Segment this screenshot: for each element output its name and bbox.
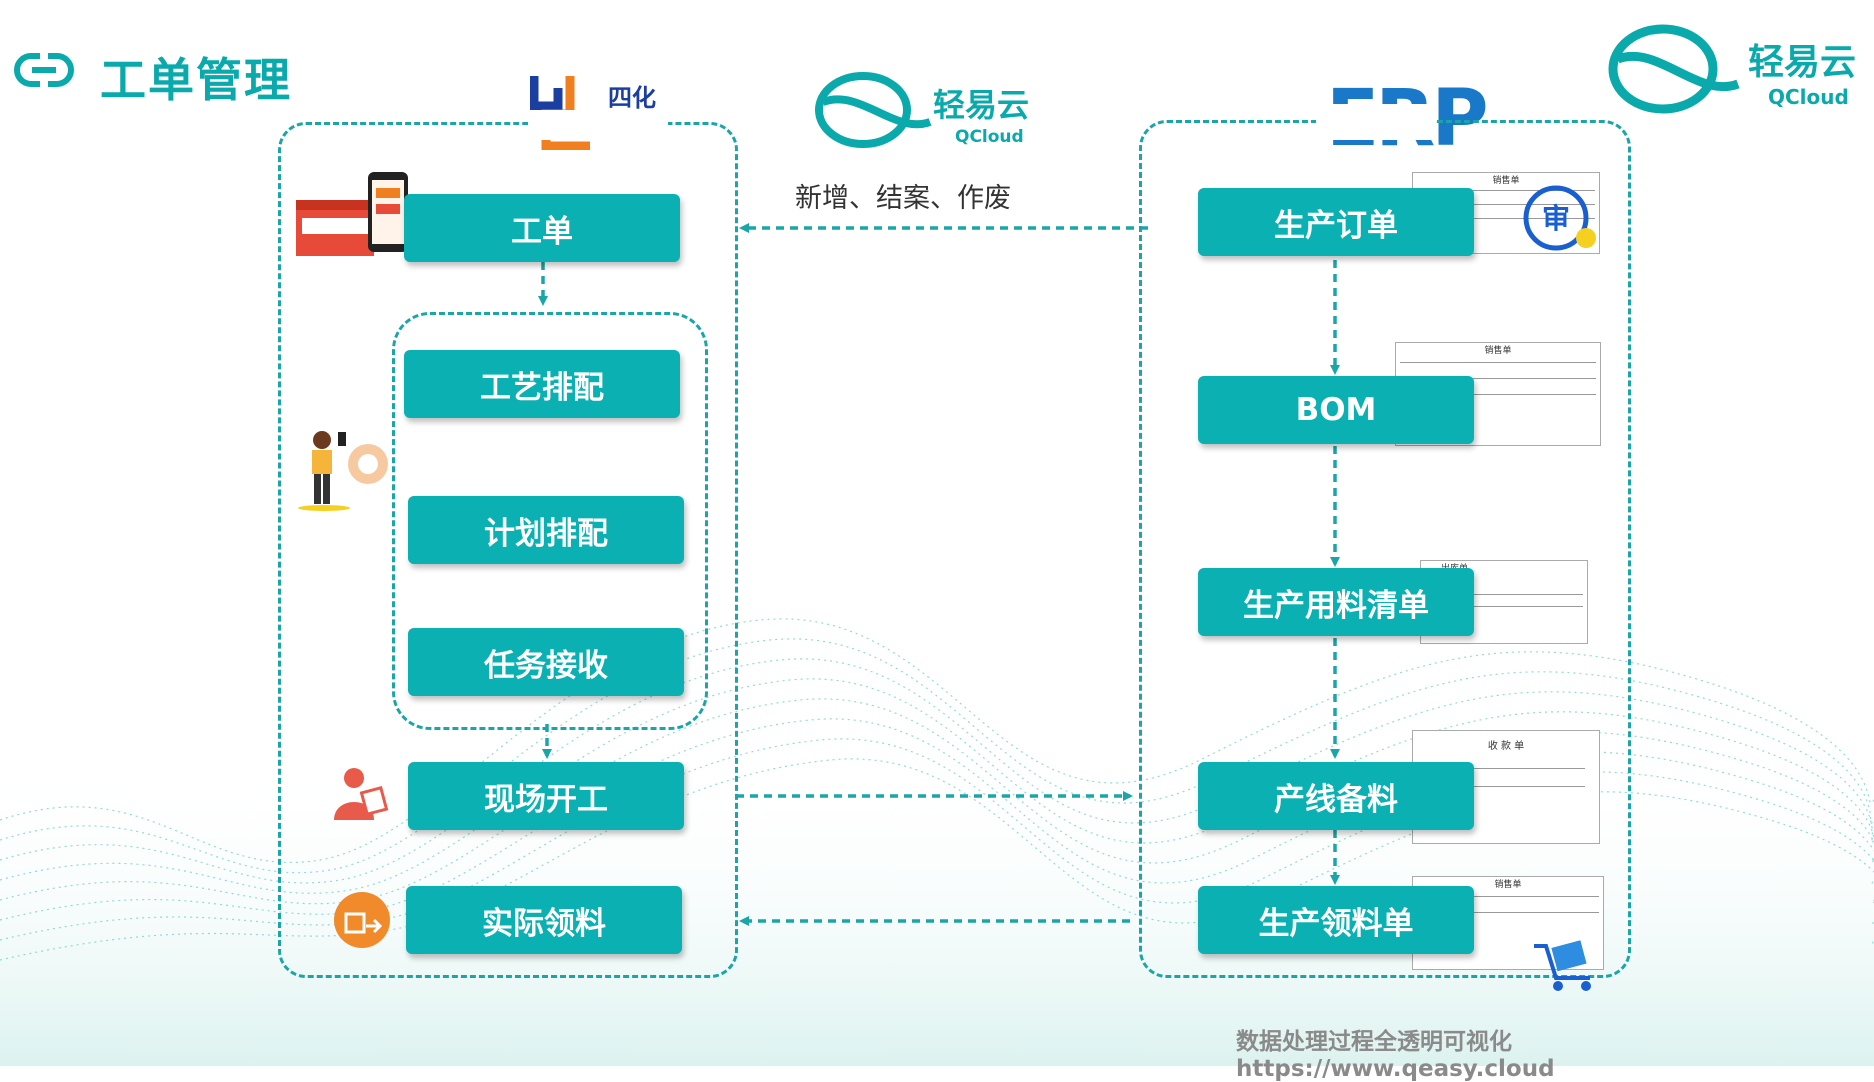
production-order-box: 生产订单 [1198, 188, 1474, 256]
qcloud-cn-text: 轻易云 [1748, 42, 1856, 83]
onsite-start-box: 现场开工 [408, 762, 684, 830]
review-stamp-icon: 审 [1523, 185, 1596, 251]
qcloud-logo-center: 轻易云 QCloud [815, 72, 1029, 148]
material-list-box: 生产用料清单 [1198, 568, 1474, 636]
plan-scheduling-box: 计划排配 [408, 496, 684, 564]
operator-icon [334, 768, 389, 820]
scheduling-group [392, 312, 708, 730]
sync-note: 新增、结案、作废 [795, 183, 1011, 214]
page-title: 工单管理 [100, 53, 292, 107]
picking-order-box: 生产领料单 [1198, 886, 1474, 954]
sihua-logo-text: 四化 [608, 84, 656, 112]
actual-picking-box: 实际领料 [406, 886, 682, 954]
work-order-box: 工单 [404, 194, 680, 262]
cart-icon [1534, 940, 1591, 991]
qcloud-en-text: QCloud [1768, 85, 1849, 109]
task-receive-box: 任务接收 [408, 628, 684, 696]
qcloud-center-en: QCloud [955, 127, 1024, 147]
qcloud-center-cn: 轻易云 [933, 86, 1029, 124]
process-scheduling-box: 工艺排配 [404, 350, 680, 418]
footer: 数据处理过程全透明可视化 https://www.qeasy.cloud [1236, 1022, 1874, 1082]
material-collect-icon [334, 892, 390, 948]
line-preparation-box: 产线备料 [1198, 762, 1474, 830]
qcloud-logo-top-right: 轻易云 QCloud [1608, 24, 1856, 114]
worker-icon [298, 431, 388, 511]
footer-url[interactable]: https://www.qeasy.cloud [1236, 1056, 1555, 1082]
footer-slogan: 数据处理过程全透明可视化 [1236, 1029, 1512, 1055]
left-system-container [278, 122, 738, 978]
store-phone-icon [296, 172, 408, 256]
svg-text:审: 审 [1542, 202, 1570, 235]
title-icon [14, 52, 74, 88]
bom-box: BOM [1198, 376, 1474, 444]
